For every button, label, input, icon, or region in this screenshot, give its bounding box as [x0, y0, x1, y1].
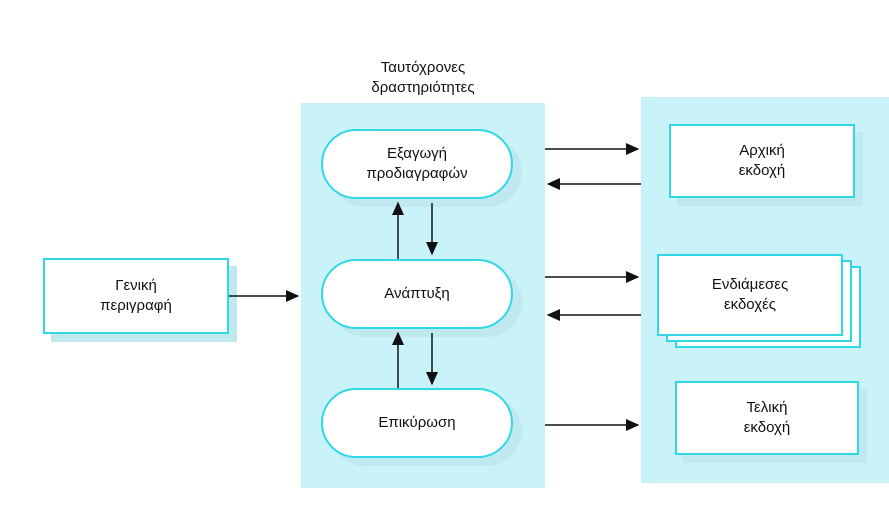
intermediate-versions-line-1: Ενδιάμεσες [711, 276, 789, 293]
outline-description-line-2: περιγραφή [100, 297, 172, 314]
development-line-1: Ανάπτυξη [384, 285, 450, 302]
initial-version-line-1: Αρχική [739, 142, 785, 159]
heading-line-1: Ταυτόχρονες [380, 59, 466, 76]
initial-version-line-2: εκδοχή [738, 162, 786, 179]
development-activity: Ανάπτυξη [321, 259, 513, 329]
concurrent-activities-heading: Ταυτόχρονες δραστηριότητες [331, 58, 515, 98]
validation-line-1: Επικύρωση [378, 414, 456, 431]
initial-version-box: Αρχική εκδοχή [669, 124, 855, 198]
outline-description-box: Γενική περιγραφή [43, 258, 229, 334]
validation-activity: Επικύρωση [321, 388, 513, 458]
intermediate-versions-box: Ενδιάμεσες εκδοχές [657, 254, 843, 336]
intermediate-versions-line-2: εκδοχές [723, 296, 777, 313]
final-version-box: Τελική εκδοχή [675, 381, 859, 455]
final-version-line-2: εκδοχή [743, 419, 791, 436]
specification-line-2: προδιαγραφών [366, 165, 468, 182]
final-version-line-1: Τελική [746, 399, 788, 416]
heading-line-2: δραστηριότητες [371, 79, 475, 96]
outline-description-line-1: Γενική [115, 277, 157, 294]
specification-line-1: Εξαγωγή [386, 145, 448, 162]
specification-activity: Εξαγωγή προδιαγραφών [321, 129, 513, 199]
